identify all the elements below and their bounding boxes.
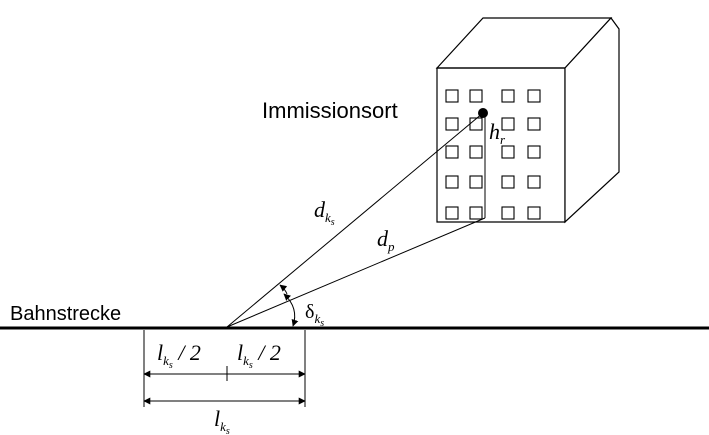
label-d-p: dp bbox=[377, 226, 395, 254]
window bbox=[527, 206, 541, 220]
window bbox=[527, 145, 541, 159]
line-d-p bbox=[226, 217, 486, 328]
window bbox=[469, 89, 483, 103]
window bbox=[527, 117, 541, 131]
window bbox=[445, 145, 459, 159]
label-half-right: lks / 2 bbox=[237, 340, 281, 371]
building-side-face bbox=[564, 17, 620, 224]
line-d-ks bbox=[226, 112, 484, 328]
window bbox=[501, 175, 515, 189]
dimension-lines bbox=[143, 330, 306, 407]
window bbox=[469, 175, 483, 189]
angle-arc-upper bbox=[279, 284, 288, 295]
window bbox=[501, 89, 515, 103]
window bbox=[501, 145, 515, 159]
window bbox=[445, 175, 459, 189]
label-half-left: lks / 2 bbox=[157, 340, 201, 371]
window bbox=[469, 206, 483, 220]
window bbox=[527, 89, 541, 103]
label-h-r: hr bbox=[489, 119, 506, 147]
window bbox=[445, 89, 459, 103]
label-full-length: lks bbox=[214, 406, 230, 435]
angle-arc-delta bbox=[283, 293, 299, 327]
label-bahnstrecke: Bahnstrecke bbox=[10, 303, 121, 325]
label-delta-ks: δks bbox=[305, 301, 324, 329]
window bbox=[445, 117, 459, 131]
label-d-ks: dks bbox=[314, 197, 335, 228]
receiver-point bbox=[478, 108, 488, 118]
label-immissionsort: Immissionsort bbox=[262, 98, 398, 123]
window bbox=[501, 117, 515, 131]
window bbox=[527, 175, 541, 189]
building-windows bbox=[445, 89, 541, 220]
window bbox=[469, 145, 483, 159]
window bbox=[445, 206, 459, 220]
window bbox=[501, 206, 515, 220]
building bbox=[435, 17, 620, 224]
